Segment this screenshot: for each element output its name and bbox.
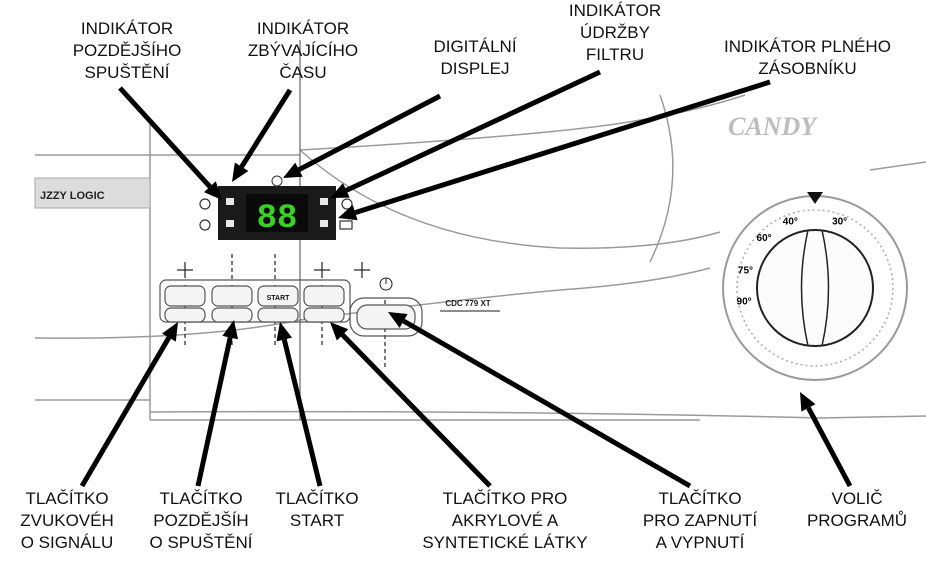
program-dial[interactable] xyxy=(722,192,908,381)
arrow-sound-signal-button-head xyxy=(162,322,178,342)
arrow-synthetics-button xyxy=(340,333,492,488)
arrow-digital-display-head xyxy=(283,162,303,178)
panel-label: JZZY LOGIC xyxy=(40,190,105,202)
arrow-start-button-head xyxy=(276,322,293,342)
arrow-delay-indicator-head xyxy=(203,181,222,200)
arrow-power-button-head xyxy=(388,312,408,328)
arrow-filter-maintenance-indicator-head xyxy=(330,183,350,198)
arrow-remaining-time-indicator xyxy=(239,88,293,169)
info-icon xyxy=(271,175,283,187)
arrow-start-button xyxy=(281,338,323,487)
display-screen xyxy=(246,194,308,232)
arrow-synthetics-button-head xyxy=(330,322,349,341)
arrow-power-button xyxy=(402,318,692,489)
callout-arrows xyxy=(79,69,853,489)
arrow-remaining-time-indicator-head xyxy=(232,162,249,182)
arrow-delay-start-button xyxy=(195,337,233,487)
dial-mark: 90° xyxy=(737,297,752,308)
model-text: CDC 779 XT xyxy=(445,299,490,308)
arrow-digital-display xyxy=(297,93,442,172)
fuzzy-logic-plate xyxy=(34,177,151,209)
dial-temperature-marks: 30° 40° 60° 75° 90° xyxy=(737,216,848,307)
arrow-filter-maintenance-indicator xyxy=(345,69,602,193)
arrow-program-selector xyxy=(806,406,853,488)
dial-mark: 30° xyxy=(832,216,847,227)
dial-mark: 60° xyxy=(757,233,772,244)
brand-logo: CANDY xyxy=(728,112,818,141)
arrow-delay-indicator xyxy=(118,86,212,189)
indicator-leds xyxy=(226,198,328,227)
arrow-full-container-indicator-head xyxy=(338,204,358,221)
dial-mark: 75° xyxy=(738,265,753,276)
dial-mark: 40° xyxy=(783,216,798,227)
indicator-icons-left xyxy=(199,198,353,231)
start-key-text: START xyxy=(267,295,291,302)
button-row xyxy=(159,279,423,337)
arrow-program-selector-head xyxy=(800,392,816,412)
arrow-delay-start-button-head xyxy=(222,320,239,340)
arrow-full-container-indicator xyxy=(354,79,771,215)
arrow-sound-signal-button xyxy=(79,336,172,488)
display-digits: 88 xyxy=(257,200,298,238)
